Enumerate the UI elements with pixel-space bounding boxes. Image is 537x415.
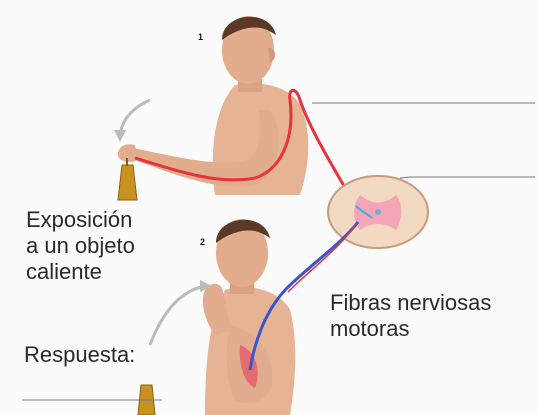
leader-spinal [400,177,410,178]
withdrawal-arrow [120,100,150,135]
motor-fibers-label: Fibras nerviosas motoras [330,290,491,342]
stimulus-label: Exposición a un objeto caliente [26,207,135,285]
response-label: Respuesta: [24,342,135,368]
hot-object-1 [118,165,137,200]
response-arrow [150,286,205,345]
withdrawal-arrowhead [114,130,126,142]
figure-2 [138,219,358,415]
figure-1 [114,16,355,205]
step-number-2: 2 [200,237,205,247]
central-canal [375,209,381,215]
step-number-1: 1 [198,32,203,42]
